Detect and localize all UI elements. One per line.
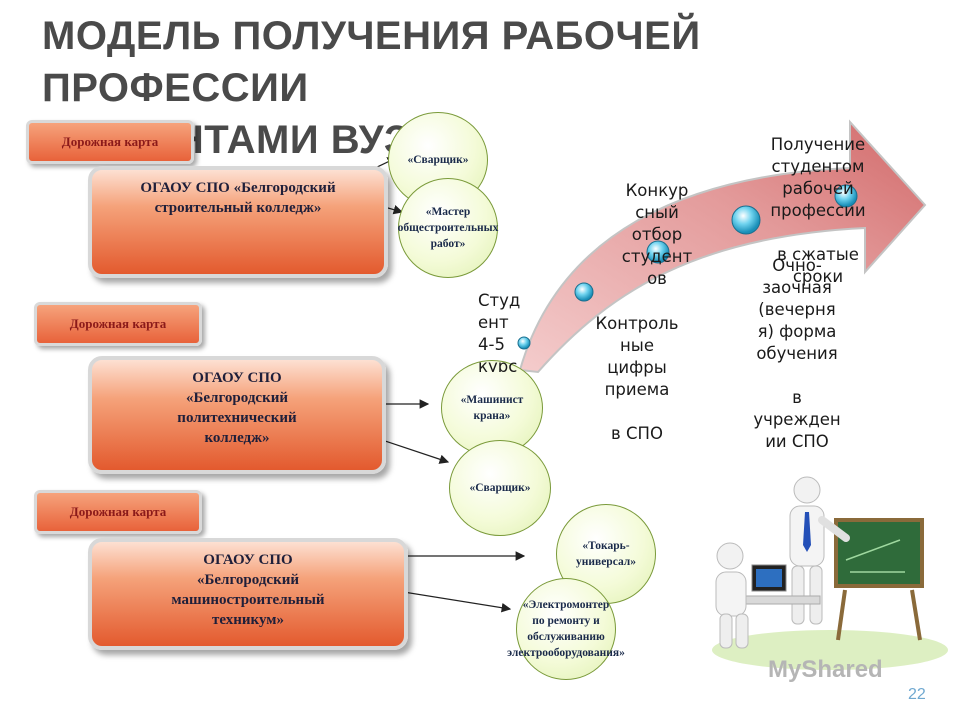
college-box-1: ОГАОУ СПО «Белгородский строительный кол… <box>88 166 388 278</box>
profession-bubble-construction-master: «Мастер общестроительных работ» <box>398 178 498 278</box>
college-name-2: ОГАОУ СПО «Белгородский политехнический … <box>177 370 297 446</box>
college-name-3: ОГАОУ СПО «Белгородский машиностроительн… <box>171 552 325 628</box>
progress-arrow <box>518 119 927 374</box>
roadmap-tab-3: Дорожная карта <box>34 490 202 534</box>
stage-competition: Конкур сный отбор студент ов <box>621 181 693 288</box>
teacher-board-illustration <box>712 476 948 670</box>
profession-bubble-welder-2: «Сварщик» <box>449 440 551 536</box>
stage-students: Студ ент 4-5 курс <box>478 291 521 372</box>
college-name-1: ОГАОУ СПО «Белгородский строительный кол… <box>140 180 336 216</box>
title-line-1: МОДЕЛЬ ПОЛУЧЕНИЯ РАБОЧЕЙ ПРОФЕССИИ <box>42 14 701 110</box>
college-box-3: ОГАОУ СПО «Белгородский машиностроительн… <box>88 538 408 650</box>
watermark: MyShared <box>768 656 883 683</box>
roadmap-tab-2: Дорожная карта <box>34 302 202 346</box>
step-dot-4 <box>731 205 761 235</box>
step-dot-1 <box>517 336 531 350</box>
stage-control-figures: Контроль ные цифры приема в СПО <box>595 314 679 443</box>
stage-part-time: Очно- заочная (вечерня я) форма обучения… <box>753 256 841 451</box>
roadmap-tab-1: Дорожная карта <box>26 120 194 164</box>
profession-bubble-electrician: «Электромонтер по ремонту и обслуживанию… <box>507 578 625 680</box>
college-box-2: ОГАОУ СПО «Белгородский политехнический … <box>88 356 386 474</box>
step-dot-5 <box>834 184 858 208</box>
page-number: 22 <box>908 686 926 703</box>
stage-result: Получение студентом рабочей профессии в … <box>770 135 866 286</box>
step-dot-2 <box>574 282 594 302</box>
step-dot-3 <box>646 240 670 264</box>
